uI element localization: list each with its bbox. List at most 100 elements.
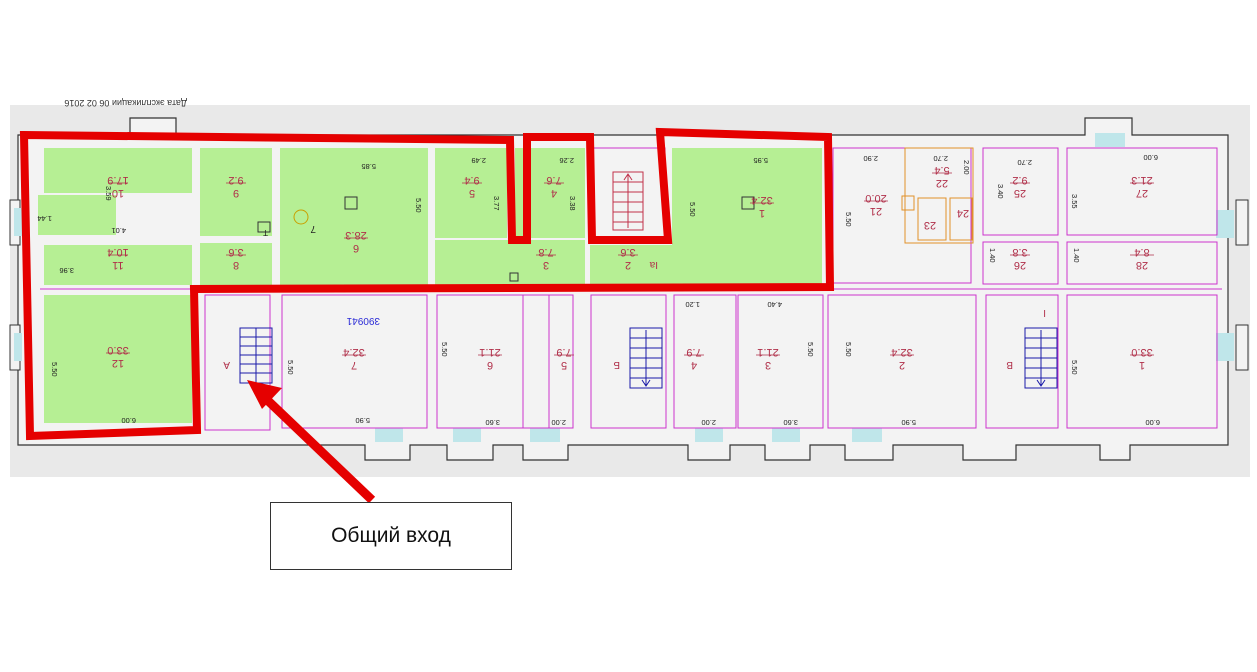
entrance-callout-text: Общий вход [331, 524, 451, 547]
room-area: 7.9 [686, 346, 701, 358]
dimension: 2.00 [701, 418, 716, 427]
dimension: 2.70 [933, 154, 948, 163]
dimension: 1.40 [988, 248, 997, 263]
window-glazing [14, 133, 1234, 442]
room-area: 9.2 [1012, 174, 1027, 186]
dimension: 2.00 [962, 160, 971, 175]
dimension: 2.49 [471, 156, 486, 165]
room-area: 28.3 [345, 229, 366, 241]
dimension: 5.50 [440, 342, 449, 357]
entrance-callout: Общий вход [270, 502, 512, 570]
stair-one-label: I [1043, 307, 1046, 318]
room-number: 8 [233, 259, 239, 271]
room-number: 6 [353, 242, 359, 254]
room-number: 5 [561, 359, 567, 371]
leased-area-boundary [19, 127, 835, 441]
room-area: 17.9 [107, 174, 128, 186]
room-area: 9.2 [228, 174, 243, 186]
room-area: 8.4 [1134, 246, 1149, 258]
room-area: 21.1 [757, 346, 778, 358]
dimension: 5.50 [688, 202, 697, 217]
room-number: 22 [936, 177, 948, 189]
room-number: 1 [759, 207, 765, 219]
room-number: 11 [112, 259, 123, 271]
entrance-arrow [258, 391, 376, 504]
dimension: 4.40 [767, 300, 782, 309]
stair-a-label: А [223, 359, 230, 370]
dimension: 3.96 [59, 266, 74, 275]
room-area: 3.8 [1012, 246, 1027, 258]
dimension: 1.44 [37, 214, 52, 223]
stair-b-label: Б [613, 359, 620, 370]
dimension: 3.59 [104, 186, 113, 201]
room-number: 28 [1136, 259, 1148, 271]
dimension: 5.50 [50, 362, 59, 377]
room-number: 23 [924, 219, 936, 231]
stair-labels: А Б В Iа I 7 Т [223, 223, 1046, 370]
dimension: 5.50 [844, 342, 853, 357]
dimension: 5.50 [414, 198, 423, 213]
room-area: 33.0 [107, 344, 128, 356]
room-number: 5 [469, 187, 475, 199]
room-area: 32.4 [891, 346, 912, 358]
plan-caption: Дата экспликации 06 02 2016 [64, 98, 187, 108]
dimension: 3.55 [1070, 194, 1079, 209]
dimension: 6.00 [1145, 418, 1160, 427]
room-area: 7.9 [556, 346, 571, 358]
room-number: 10 [112, 187, 124, 199]
stair-b [629, 327, 663, 389]
room-area: 20.0 [865, 192, 886, 204]
room-number: 26 [1014, 259, 1026, 271]
room-number: 27 [1136, 187, 1148, 199]
room-area: 3.6 [228, 246, 243, 258]
dimension: 5.50 [286, 360, 295, 375]
dimension-labels: 5.85 5.50 2.49 2.26 3.77 3.38 5.95 5.50 … [37, 153, 1160, 427]
room-number: 4 [551, 187, 557, 199]
room-label-rules [106, 172, 1154, 356]
room-area: 7.8 [538, 246, 553, 258]
room-number: 24 [957, 207, 969, 219]
entrance-arrow-head [247, 380, 282, 409]
dimension: 5.50 [806, 342, 815, 357]
room-area: 10.4 [107, 246, 128, 258]
stair-v-label: В [1006, 359, 1013, 370]
room-number: 1 [1139, 359, 1145, 371]
dimension: 4.01 [111, 226, 126, 235]
room-area: 32.4 [751, 194, 772, 206]
room-number: 2 [625, 259, 631, 271]
plan-stamp: 390941 [346, 315, 380, 326]
room-number: 6 [487, 359, 493, 371]
stair-v [1024, 327, 1058, 389]
room-number: 21 [870, 205, 882, 217]
dimension: 5.90 [901, 418, 916, 427]
dimension: 3.40 [996, 184, 1005, 199]
room-number: 4 [691, 359, 697, 371]
room-area: 7.6 [546, 174, 561, 186]
dimension: 3.60 [485, 418, 500, 427]
dimension: 6.00 [121, 416, 136, 425]
dimension: 6.00 [1143, 153, 1158, 162]
dimension: 2.70 [1017, 158, 1032, 167]
room-area: 32.4 [343, 346, 364, 358]
dimension: 1.20 [685, 300, 700, 309]
room-area: 3.6 [620, 246, 635, 258]
room-area: 21.3 [1131, 174, 1152, 186]
dimension: 3.38 [568, 196, 577, 211]
room-number: 7 [351, 359, 357, 371]
room-number: 3 [765, 359, 771, 371]
leased-area [38, 148, 822, 423]
room-number: 3 [543, 259, 549, 271]
stair-ia-label: Iа [649, 259, 658, 270]
dimension: 2.90 [863, 154, 878, 163]
dimension: 5.95 [753, 156, 768, 165]
room-number: 9 [233, 187, 239, 199]
dimension: 3.77 [492, 196, 501, 211]
room-number: 25 [1014, 187, 1026, 199]
room-area: 21.1 [479, 346, 500, 358]
room-number: 12 [112, 357, 124, 369]
stair-upper [612, 171, 644, 231]
room-area: 33.0 [1131, 346, 1152, 358]
dimension: 2.00 [551, 418, 566, 427]
sanitary-block [901, 147, 974, 244]
